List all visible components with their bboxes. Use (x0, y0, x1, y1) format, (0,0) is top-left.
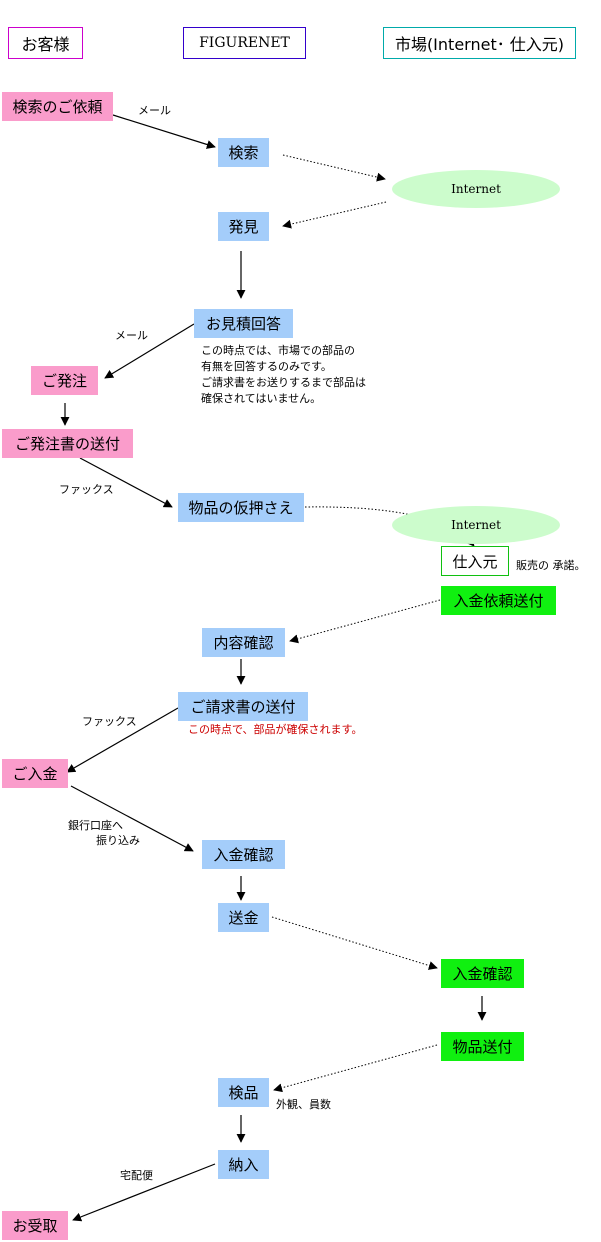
node-receipt: お受取 (2, 1211, 68, 1240)
label-fax-1: ファックス (59, 483, 114, 496)
label-fax-2: ファックス (82, 715, 137, 728)
arrow-payment-to-check (70, 785, 194, 852)
label-mail-2: メール (115, 329, 148, 342)
label-mail-1: メール (138, 104, 171, 117)
node-estimate: お見積回答 (194, 309, 293, 338)
arrow-payreq-to-content (289, 599, 441, 644)
arrow-invoice-to-payment (66, 707, 179, 773)
node-inspection: 検品 (218, 1078, 269, 1107)
arrow-estimate-to-order (104, 323, 195, 379)
label-bank-line-1: 銀行口座へ (68, 819, 123, 832)
label-courier: 宅配便 (120, 1169, 153, 1182)
node-internet-2: Internet (392, 506, 560, 544)
header-customer: お客様 (8, 27, 83, 59)
estimate-note: この時点では、市場での部品の 有無を回答するのみです。 ご請求書をお送りするまで… (201, 343, 366, 407)
node-supplier: 仕入元 (441, 546, 509, 576)
estimate-note-line-3: ご請求書をお送りするまで部品は (201, 376, 366, 389)
arrow-request-to-search (112, 114, 216, 149)
node-invoice: ご請求書の送付 (178, 692, 308, 721)
node-content-check: 内容確認 (202, 628, 285, 657)
node-delivery: 納入 (218, 1150, 269, 1179)
node-payment-check: 入金確認 (202, 840, 285, 869)
estimate-note-line-4: 確保されてはいません。 (201, 392, 322, 405)
arrow-remit-to-supplier-check (271, 916, 438, 970)
arrow-internet-to-found (282, 201, 387, 229)
node-search-request: 検索のご依頼 (2, 92, 113, 121)
node-order-doc: ご発注書の送付 (2, 429, 133, 458)
node-payment-request: 入金依頼送付 (441, 586, 556, 615)
node-supplier-payment-check: 入金確認 (441, 959, 524, 988)
header-market: 市場(Internet･ 仕入元) (383, 27, 576, 59)
label-inspection-note: 外観、員数 (276, 1098, 331, 1111)
label-sales-approval: 販売の 承諾。 (516, 559, 586, 572)
node-found: 発見 (218, 212, 269, 241)
estimate-note-line-2: 有無を回答するのみです。 (201, 360, 332, 373)
node-order: ご発注 (31, 366, 98, 395)
arrow-delivery-to-receipt (72, 1163, 216, 1222)
label-bank-line-2: 振り込み (96, 834, 140, 847)
node-reserve: 物品の仮押さえ (178, 493, 304, 522)
node-remit: 送金 (218, 903, 269, 932)
arrow-search-to-internet (282, 154, 386, 182)
node-customer-payment: ご入金 (2, 759, 68, 788)
invoice-note: この時点で、部品が確保されます。 (188, 723, 363, 736)
header-figurenet: FIGURENET (183, 27, 306, 59)
node-internet-1: Internet (392, 170, 560, 208)
node-search: 検索 (218, 138, 269, 167)
node-goods-ship: 物品送付 (441, 1032, 524, 1061)
arrow-ship-to-inspection (273, 1044, 438, 1093)
estimate-note-line-1: この時点では、市場での部品の (201, 344, 355, 357)
arrow-orderdoc-to-reserve (79, 457, 173, 508)
